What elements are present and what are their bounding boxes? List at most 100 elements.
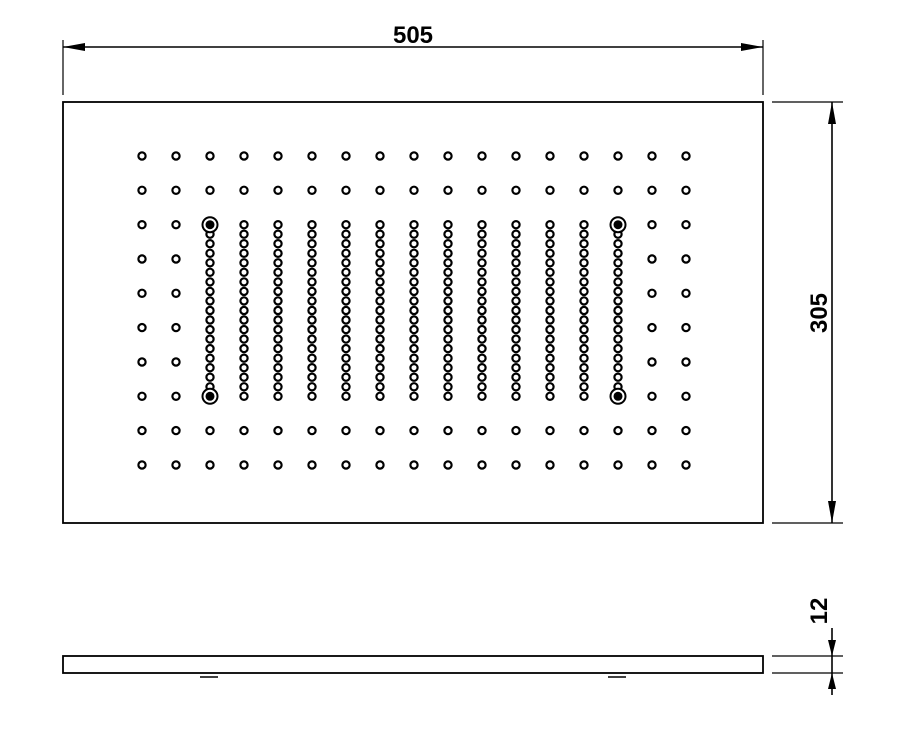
nozzle-hole bbox=[681, 425, 691, 436]
nozzle-hole bbox=[273, 296, 283, 306]
nozzle-hole bbox=[273, 353, 283, 363]
height-label: 305 bbox=[806, 293, 833, 333]
nozzle-hole bbox=[205, 151, 215, 161]
nozzle-hole bbox=[239, 363, 249, 373]
nozzle-hole bbox=[579, 151, 589, 161]
nozzle-hole bbox=[579, 286, 589, 297]
nozzle-hole bbox=[477, 391, 487, 401]
nozzle-hole bbox=[681, 219, 691, 230]
nozzle-hole bbox=[205, 277, 215, 287]
nozzle-hole bbox=[375, 296, 385, 306]
nozzle-hole bbox=[613, 315, 623, 325]
nozzle-hole bbox=[239, 258, 249, 268]
nozzle-hole bbox=[443, 248, 453, 258]
nozzle-hole bbox=[273, 391, 283, 401]
nozzle-hole bbox=[205, 286, 215, 297]
nozzle-hole bbox=[171, 425, 181, 436]
nozzle-hole bbox=[477, 151, 487, 161]
nozzle-hole bbox=[307, 286, 317, 297]
nozzle-hole bbox=[477, 305, 487, 316]
nozzle-hole bbox=[171, 219, 181, 230]
nozzle-hole bbox=[579, 391, 589, 401]
nozzle-hole bbox=[375, 277, 385, 287]
nozzle-hole bbox=[341, 353, 351, 363]
nozzle-hole bbox=[205, 425, 215, 436]
nozzle-hole bbox=[545, 277, 555, 287]
nozzle-hole bbox=[511, 343, 521, 354]
nozzle-hole bbox=[579, 460, 589, 470]
nozzle-hole bbox=[341, 185, 351, 195]
nozzle-hole bbox=[273, 286, 283, 297]
width-dimension: 505 bbox=[62, 22, 764, 95]
nozzle-hole bbox=[477, 382, 487, 392]
nozzle-hole bbox=[409, 425, 419, 436]
nozzle-hole bbox=[409, 382, 419, 392]
nozzle-hole bbox=[545, 334, 555, 344]
nozzle-hole bbox=[511, 151, 521, 161]
nozzle-hole bbox=[375, 286, 385, 297]
nozzle-hole bbox=[205, 305, 215, 316]
nozzle-hole bbox=[171, 185, 181, 195]
nozzle-hole bbox=[647, 151, 657, 161]
nozzle-hole bbox=[613, 151, 623, 161]
nozzle-hole bbox=[409, 229, 419, 239]
nozzle-hole bbox=[341, 286, 351, 297]
nozzle-hole bbox=[477, 238, 487, 249]
nozzle-hole bbox=[647, 185, 657, 195]
nozzle-hole bbox=[239, 286, 249, 297]
nozzle-hole bbox=[511, 185, 521, 195]
nozzle-hole bbox=[681, 391, 691, 401]
nozzle-hole bbox=[307, 343, 317, 354]
nozzle-hole bbox=[205, 343, 215, 354]
nozzle-hole bbox=[477, 277, 487, 287]
nozzle-hole bbox=[477, 425, 487, 436]
nozzle-hole bbox=[545, 353, 555, 363]
nozzle-hole bbox=[579, 238, 589, 249]
nozzle-hole bbox=[137, 391, 147, 401]
nozzle-hole bbox=[545, 372, 555, 382]
nozzle-hole bbox=[273, 324, 283, 335]
nozzle-hole bbox=[579, 334, 589, 344]
nozzle-hole bbox=[137, 185, 147, 195]
nozzle-hole bbox=[579, 363, 589, 373]
nozzle-hole bbox=[511, 296, 521, 306]
nozzle-hole bbox=[511, 229, 521, 239]
nozzle-hole bbox=[545, 258, 555, 268]
nozzle-hole bbox=[511, 305, 521, 316]
nozzle-hole bbox=[681, 185, 691, 195]
nozzle-hole bbox=[579, 305, 589, 316]
nozzle-hole bbox=[341, 425, 351, 436]
nozzle-hole bbox=[171, 460, 181, 470]
nozzle-hole bbox=[239, 185, 249, 195]
nozzle-hole bbox=[613, 324, 623, 335]
nozzle-hole bbox=[375, 353, 385, 363]
nozzle-hole bbox=[409, 286, 419, 297]
nozzle-hole bbox=[341, 334, 351, 344]
nozzle-hole bbox=[341, 343, 351, 354]
nozzle-hole bbox=[511, 315, 521, 325]
nozzle-hole bbox=[171, 151, 181, 161]
nozzle-hole bbox=[409, 238, 419, 249]
nozzle-hole bbox=[613, 343, 623, 354]
nozzle-hole bbox=[647, 391, 657, 401]
nozzle-hole bbox=[511, 353, 521, 363]
nozzle-hole bbox=[307, 229, 317, 239]
nozzle-hole bbox=[409, 185, 419, 195]
nozzle-hole bbox=[613, 258, 623, 268]
nozzle-hole bbox=[307, 151, 317, 161]
nozzle-hole bbox=[375, 382, 385, 392]
nozzle-hole bbox=[307, 267, 317, 277]
nozzle-hole bbox=[307, 305, 317, 316]
nozzle-hole bbox=[579, 324, 589, 335]
nozzle-hole bbox=[239, 391, 249, 401]
nozzle-hole bbox=[307, 296, 317, 306]
nozzle-hole bbox=[137, 219, 147, 230]
nozzle-hole bbox=[579, 277, 589, 287]
nozzle-hole bbox=[409, 258, 419, 268]
nozzle-hole bbox=[443, 219, 453, 230]
nozzle-hole bbox=[307, 185, 317, 195]
nozzle-hole bbox=[579, 425, 589, 436]
nozzle-hole bbox=[375, 460, 385, 470]
nozzle-hole bbox=[511, 219, 521, 230]
